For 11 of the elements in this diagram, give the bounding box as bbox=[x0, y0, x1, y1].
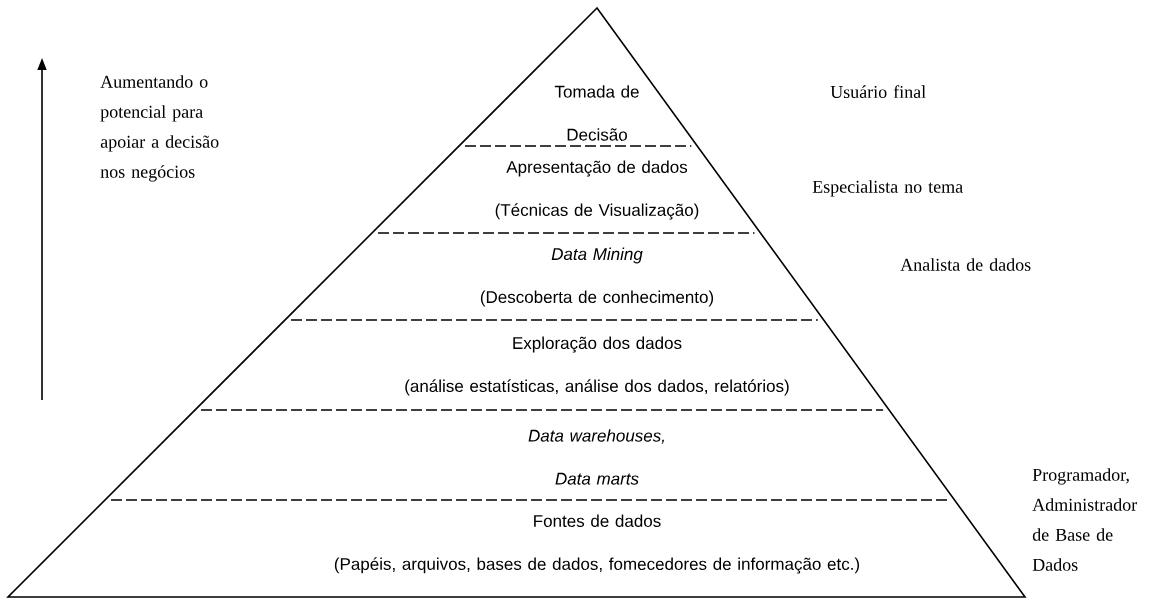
role-label: Usuário final bbox=[830, 85, 926, 99]
side-note: Aumentando o potencial para apoiar a decisão nos negócios bbox=[100, 75, 219, 182]
layer-text: Exploração dos dados (análise estatísticas, análise dos dados, relatórios) bbox=[405, 336, 789, 396]
layer-text: Tomada de Decisão bbox=[554, 85, 639, 141]
role-label: Programador, Administrador de Base de Dados bbox=[1032, 468, 1138, 571]
layer-text: Data Mining (Descoberta de conhecimento) bbox=[480, 247, 714, 307]
role-label: Analista de dados bbox=[900, 258, 1031, 271]
role-label: Especialista no tema bbox=[812, 180, 963, 197]
layer-text: Fontes de dados (Papéis, arquivos, bases de dados, fomecedores de informação etc.) bbox=[334, 514, 860, 574]
layer-text: Apresentação de dados (Técnicas de Visualização) bbox=[495, 160, 699, 220]
layer-text: Data warehouses, Data marts bbox=[528, 429, 664, 485]
